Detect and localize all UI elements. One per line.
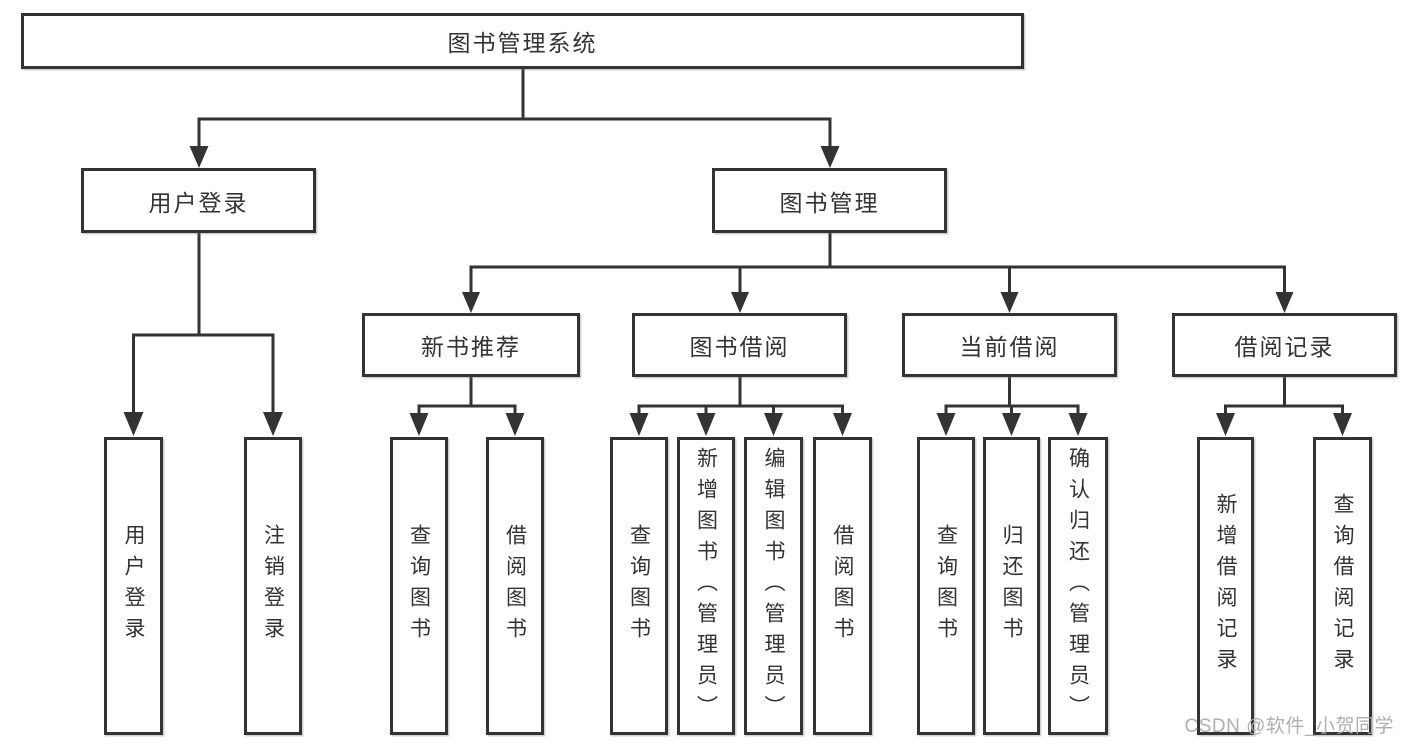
arrowheads-new-book-group: [409, 413, 525, 436]
leaf-borrow-books-2-label: 借阅图书: [831, 524, 854, 648]
leaf-edit-book-admin: 编辑图书（管理员）: [744, 437, 803, 735]
leaf-logout-label: 注销登录: [261, 524, 285, 648]
connector-new-book-group: [417, 377, 517, 415]
node-book-management-label: 图书管理: [779, 189, 880, 216]
leaf-edit-book-admin-label: 编辑图书（管理员）: [762, 446, 785, 726]
node-current-borrow: 当前借阅: [902, 313, 1117, 377]
leaf-return-books: 归还图书: [983, 437, 1040, 735]
node-user-login-label: 用户登录: [148, 189, 249, 216]
node-new-book-recommend: 新书推荐: [362, 313, 580, 377]
connector-user-login-group: [132, 233, 275, 414]
connector-book-borrow-group: [637, 377, 844, 415]
csdn-watermark: CSDN @软件_小贺同学: [1184, 716, 1394, 737]
leaf-logout: 注销登录: [244, 437, 302, 735]
leaf-query-books-1-label: 查询图书: [407, 524, 431, 648]
node-book-management: 图书管理: [712, 168, 947, 233]
leaf-query-books-2-label: 查询图书: [627, 524, 651, 648]
leaf-borrow-books-1: 借阅图书: [486, 437, 544, 735]
node-new-book-recommend-label: 新书推荐: [421, 334, 521, 360]
arrowheads-book-management-group: [462, 292, 1294, 313]
leaf-query-books-3-label: 查询图书: [934, 524, 958, 648]
leaf-confirm-return-admin: 确认归还（管理员）: [1048, 437, 1108, 735]
leaf-query-books-3: 查询图书: [917, 437, 975, 735]
arrowheads-borrow-records-group: [1216, 413, 1352, 436]
arrowheads-root-to-level2: [189, 146, 840, 168]
leaf-query-books-1: 查询图书: [390, 437, 448, 735]
node-user-login: 用户登录: [81, 168, 316, 233]
leaf-query-borrow-record: 查询借阅记录: [1313, 437, 1372, 735]
leaf-query-borrow-record-label: 查询借阅记录: [1331, 493, 1354, 679]
leaf-confirm-return-admin-label: 确认归还（管理员）: [1066, 446, 1090, 726]
leaf-borrow-books-2: 借阅图书: [813, 437, 872, 735]
node-root: 图书管理系统: [21, 13, 1024, 69]
connector-root-to-level2: [197, 69, 832, 148]
leaf-query-books-2: 查询图书: [610, 437, 668, 735]
node-book-borrow-label: 图书借阅: [689, 334, 790, 360]
node-borrow-records: 借阅记录: [1172, 313, 1397, 377]
node-current-borrow-label: 当前借阅: [959, 334, 1060, 360]
leaf-add-borrow-record-label: 新增借阅记录: [1214, 493, 1237, 679]
leaf-return-books-label: 归还图书: [1000, 524, 1023, 648]
leaf-add-book-admin: 新增图书（管理员）: [677, 437, 735, 735]
leaf-borrow-books-1-label: 借阅图书: [503, 524, 527, 648]
connector-borrow-records-group: [1224, 377, 1344, 415]
leaf-add-borrow-record: 新增借阅记录: [1197, 437, 1254, 735]
node-root-label: 图书管理系统: [447, 30, 598, 56]
node-borrow-records-label: 借阅记录: [1234, 334, 1335, 360]
leaf-user-login-label: 用户登录: [122, 524, 145, 648]
leaf-add-book-admin-label: 新增图书（管理员）: [694, 446, 718, 726]
arrowheads-user-login-group: [123, 412, 283, 436]
node-book-borrow: 图书借阅: [632, 313, 847, 377]
arrowheads-book-borrow-group: [629, 413, 852, 436]
arrowheads-current-borrow-group: [936, 413, 1088, 436]
connector-book-management-group: [469, 233, 1286, 294]
connector-current-borrow-group: [944, 377, 1080, 415]
leaf-user-login: 用户登录: [104, 437, 163, 735]
